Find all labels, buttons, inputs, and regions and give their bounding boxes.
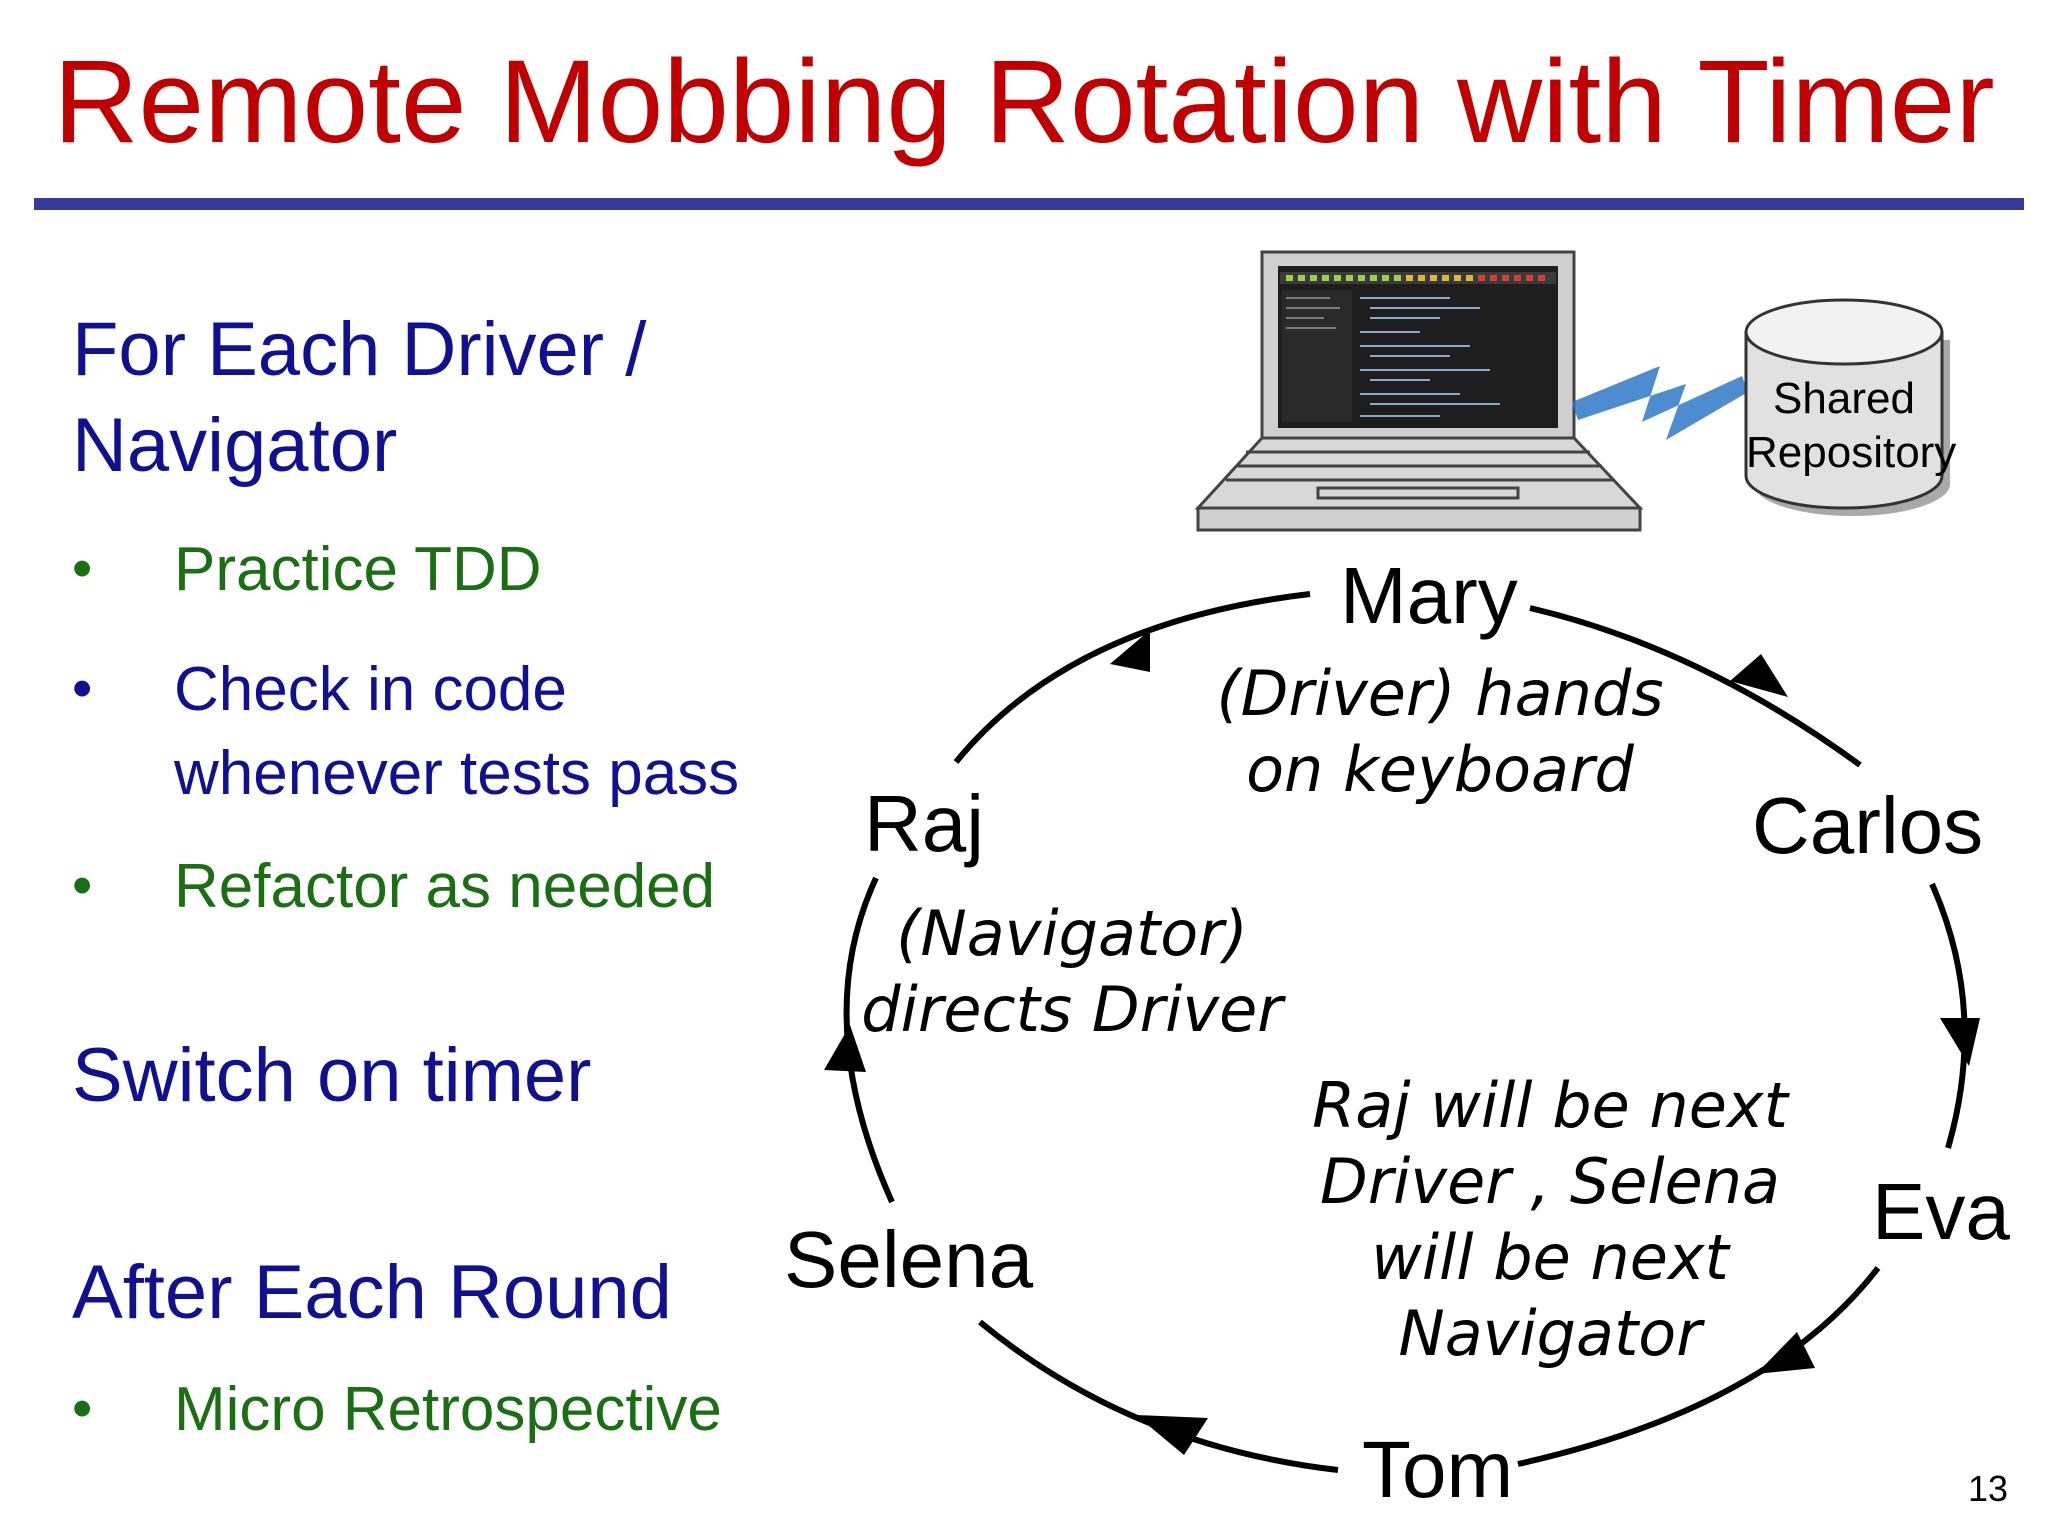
name-eva: Eva	[1872, 1167, 2010, 1256]
note-line: Raj will be next	[1312, 1069, 1788, 1142]
arc-carlos-eva	[1929, 882, 1968, 1149]
title-divider	[34, 198, 2024, 210]
arc-raj-mary	[953, 591, 1311, 764]
note-line: (Navigator)	[896, 897, 1248, 970]
bullet-glyph: •	[72, 853, 93, 918]
name-raj: Raj	[864, 779, 985, 868]
repository-label-line: Repository	[1746, 428, 1957, 477]
name-selena: Selena	[784, 1215, 1034, 1304]
arrowhead	[1940, 1018, 1980, 1066]
arrowhead	[1136, 1415, 1208, 1455]
heading-line: For Each Driver /	[72, 307, 647, 392]
arc-eva-tom	[1517, 1266, 1881, 1467]
arrowhead	[1730, 654, 1788, 697]
wireless-signal-icon	[1572, 366, 1748, 440]
rotation-arrowheads	[824, 630, 1980, 1455]
laptop-icon	[1194, 250, 1644, 532]
note-navigator: (Navigator) directs Driver	[852, 896, 1292, 1048]
repository-label-line: Shared	[1773, 374, 1915, 423]
bullet-line: whenever tests pass	[174, 739, 740, 808]
name-mary: Mary	[1340, 551, 1518, 640]
name-carlos: Carlos	[1752, 781, 1984, 870]
page-number: 13	[1968, 1468, 2009, 1509]
bullet-practice-tdd: Practice TDD	[174, 535, 542, 604]
heading-driver-navigator: For Each Driver / Navigator	[72, 302, 646, 494]
arrowhead	[824, 1025, 866, 1072]
note-line: Navigator	[1398, 1297, 1702, 1370]
bullet-glyph: •	[72, 656, 93, 721]
arrowhead	[1756, 1332, 1815, 1374]
arrowhead	[1110, 630, 1150, 672]
heading-line: Navigator	[72, 403, 398, 488]
rotation-arcs	[843, 591, 1968, 1473]
bullet-line: Check in code	[174, 655, 567, 724]
bullet-glyph: •	[72, 536, 93, 601]
note-next-roles: Raj will be next Driver , Selena will be…	[1290, 1068, 1810, 1372]
note-line: Driver , Selena	[1319, 1145, 1781, 1218]
page-title: Remote Mobbing Rotation with Timer	[53, 36, 1995, 168]
bullet-refactor: Refactor as needed	[174, 852, 716, 921]
arc-tom-selena	[978, 1319, 1339, 1473]
name-tom: Tom	[1362, 1425, 1514, 1514]
heading-switch-timer: Switch on timer	[72, 1033, 592, 1118]
note-line: will be next	[1371, 1221, 1729, 1294]
heading-after-round: After Each Round	[72, 1250, 672, 1335]
note-driver: (Driver) hands on keyboard	[1200, 656, 1680, 808]
note-line: directs Driver	[861, 973, 1283, 1046]
bullet-micro-retro: Micro Retrospective	[174, 1375, 722, 1444]
database-icon	[1744, 298, 1950, 516]
repository-label: Shared Repository	[1746, 372, 1957, 480]
bullet-check-in-code: Check in code whenever tests pass	[174, 648, 739, 816]
bullet-glyph: •	[72, 1376, 93, 1441]
note-line: (Driver) hands	[1216, 657, 1664, 730]
arc-mary-carlos	[1529, 605, 1862, 768]
note-line: on keyboard	[1246, 733, 1634, 806]
